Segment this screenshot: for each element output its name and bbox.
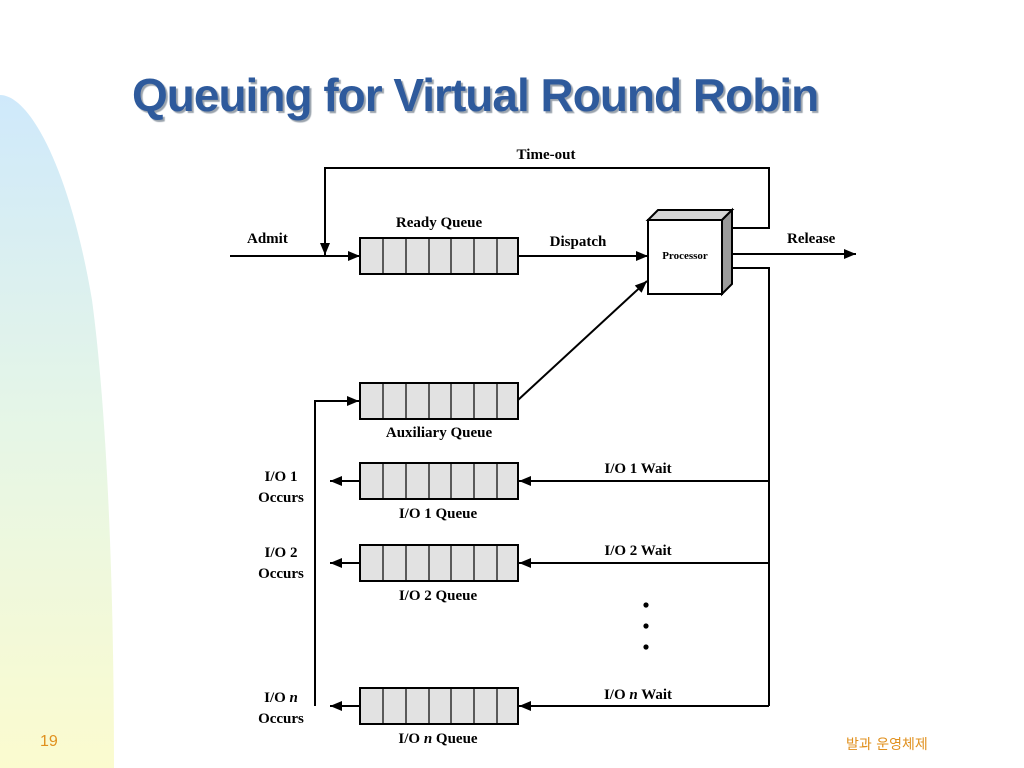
auxiliary-queue xyxy=(359,382,519,420)
dispatch-label: Dispatch xyxy=(550,234,607,250)
more-queues-ellipsis xyxy=(643,602,649,650)
auxiliary-queue-label: Auxiliary Queue xyxy=(386,425,493,441)
io2-occurs-label-line2: Occurs xyxy=(258,566,304,582)
io1-occurs-label-line1: I/O 1 xyxy=(265,469,298,485)
slide-number: 19 xyxy=(40,733,58,750)
ready-queue xyxy=(359,237,519,275)
footer-text: 발과 운영체제 xyxy=(846,737,928,753)
io1-wait-label: I/O 1 Wait xyxy=(604,461,671,477)
ion-occurs-label-line2: Occurs xyxy=(258,711,304,727)
slide-title: Queuing for Virtual Round Robin xyxy=(132,69,819,121)
timeout-path xyxy=(320,167,770,255)
io2-queue-label: I/O 2 Queue xyxy=(399,588,478,604)
io-complete-bus xyxy=(314,396,359,706)
release-label: Release xyxy=(787,231,836,247)
io2-queue xyxy=(359,544,519,582)
io2-wait-label: I/O 2 Wait xyxy=(604,543,671,559)
io2-occurs-label-line1: I/O 2 xyxy=(265,545,298,561)
processor-box xyxy=(645,207,735,297)
ion-wait-label: I/O n Wait xyxy=(604,687,672,703)
io1-occurs-label-line2: Occurs xyxy=(258,490,304,506)
io1-queue xyxy=(359,462,519,500)
ion-occurs-label-line1: I/O n xyxy=(264,690,298,706)
auxiliary-to-processor-arrow xyxy=(517,280,648,401)
ion-queue xyxy=(359,687,519,725)
timeout-label: Time-out xyxy=(517,147,576,163)
io1-queue-label: I/O 1 Queue xyxy=(399,506,478,522)
admit-label: Admit xyxy=(247,231,288,247)
ion-queue-label: I/O n Queue xyxy=(398,731,478,747)
processor-label: Processor xyxy=(662,250,708,262)
ready-queue-label: Ready Queue xyxy=(396,215,483,231)
io-request-bus xyxy=(726,267,770,706)
